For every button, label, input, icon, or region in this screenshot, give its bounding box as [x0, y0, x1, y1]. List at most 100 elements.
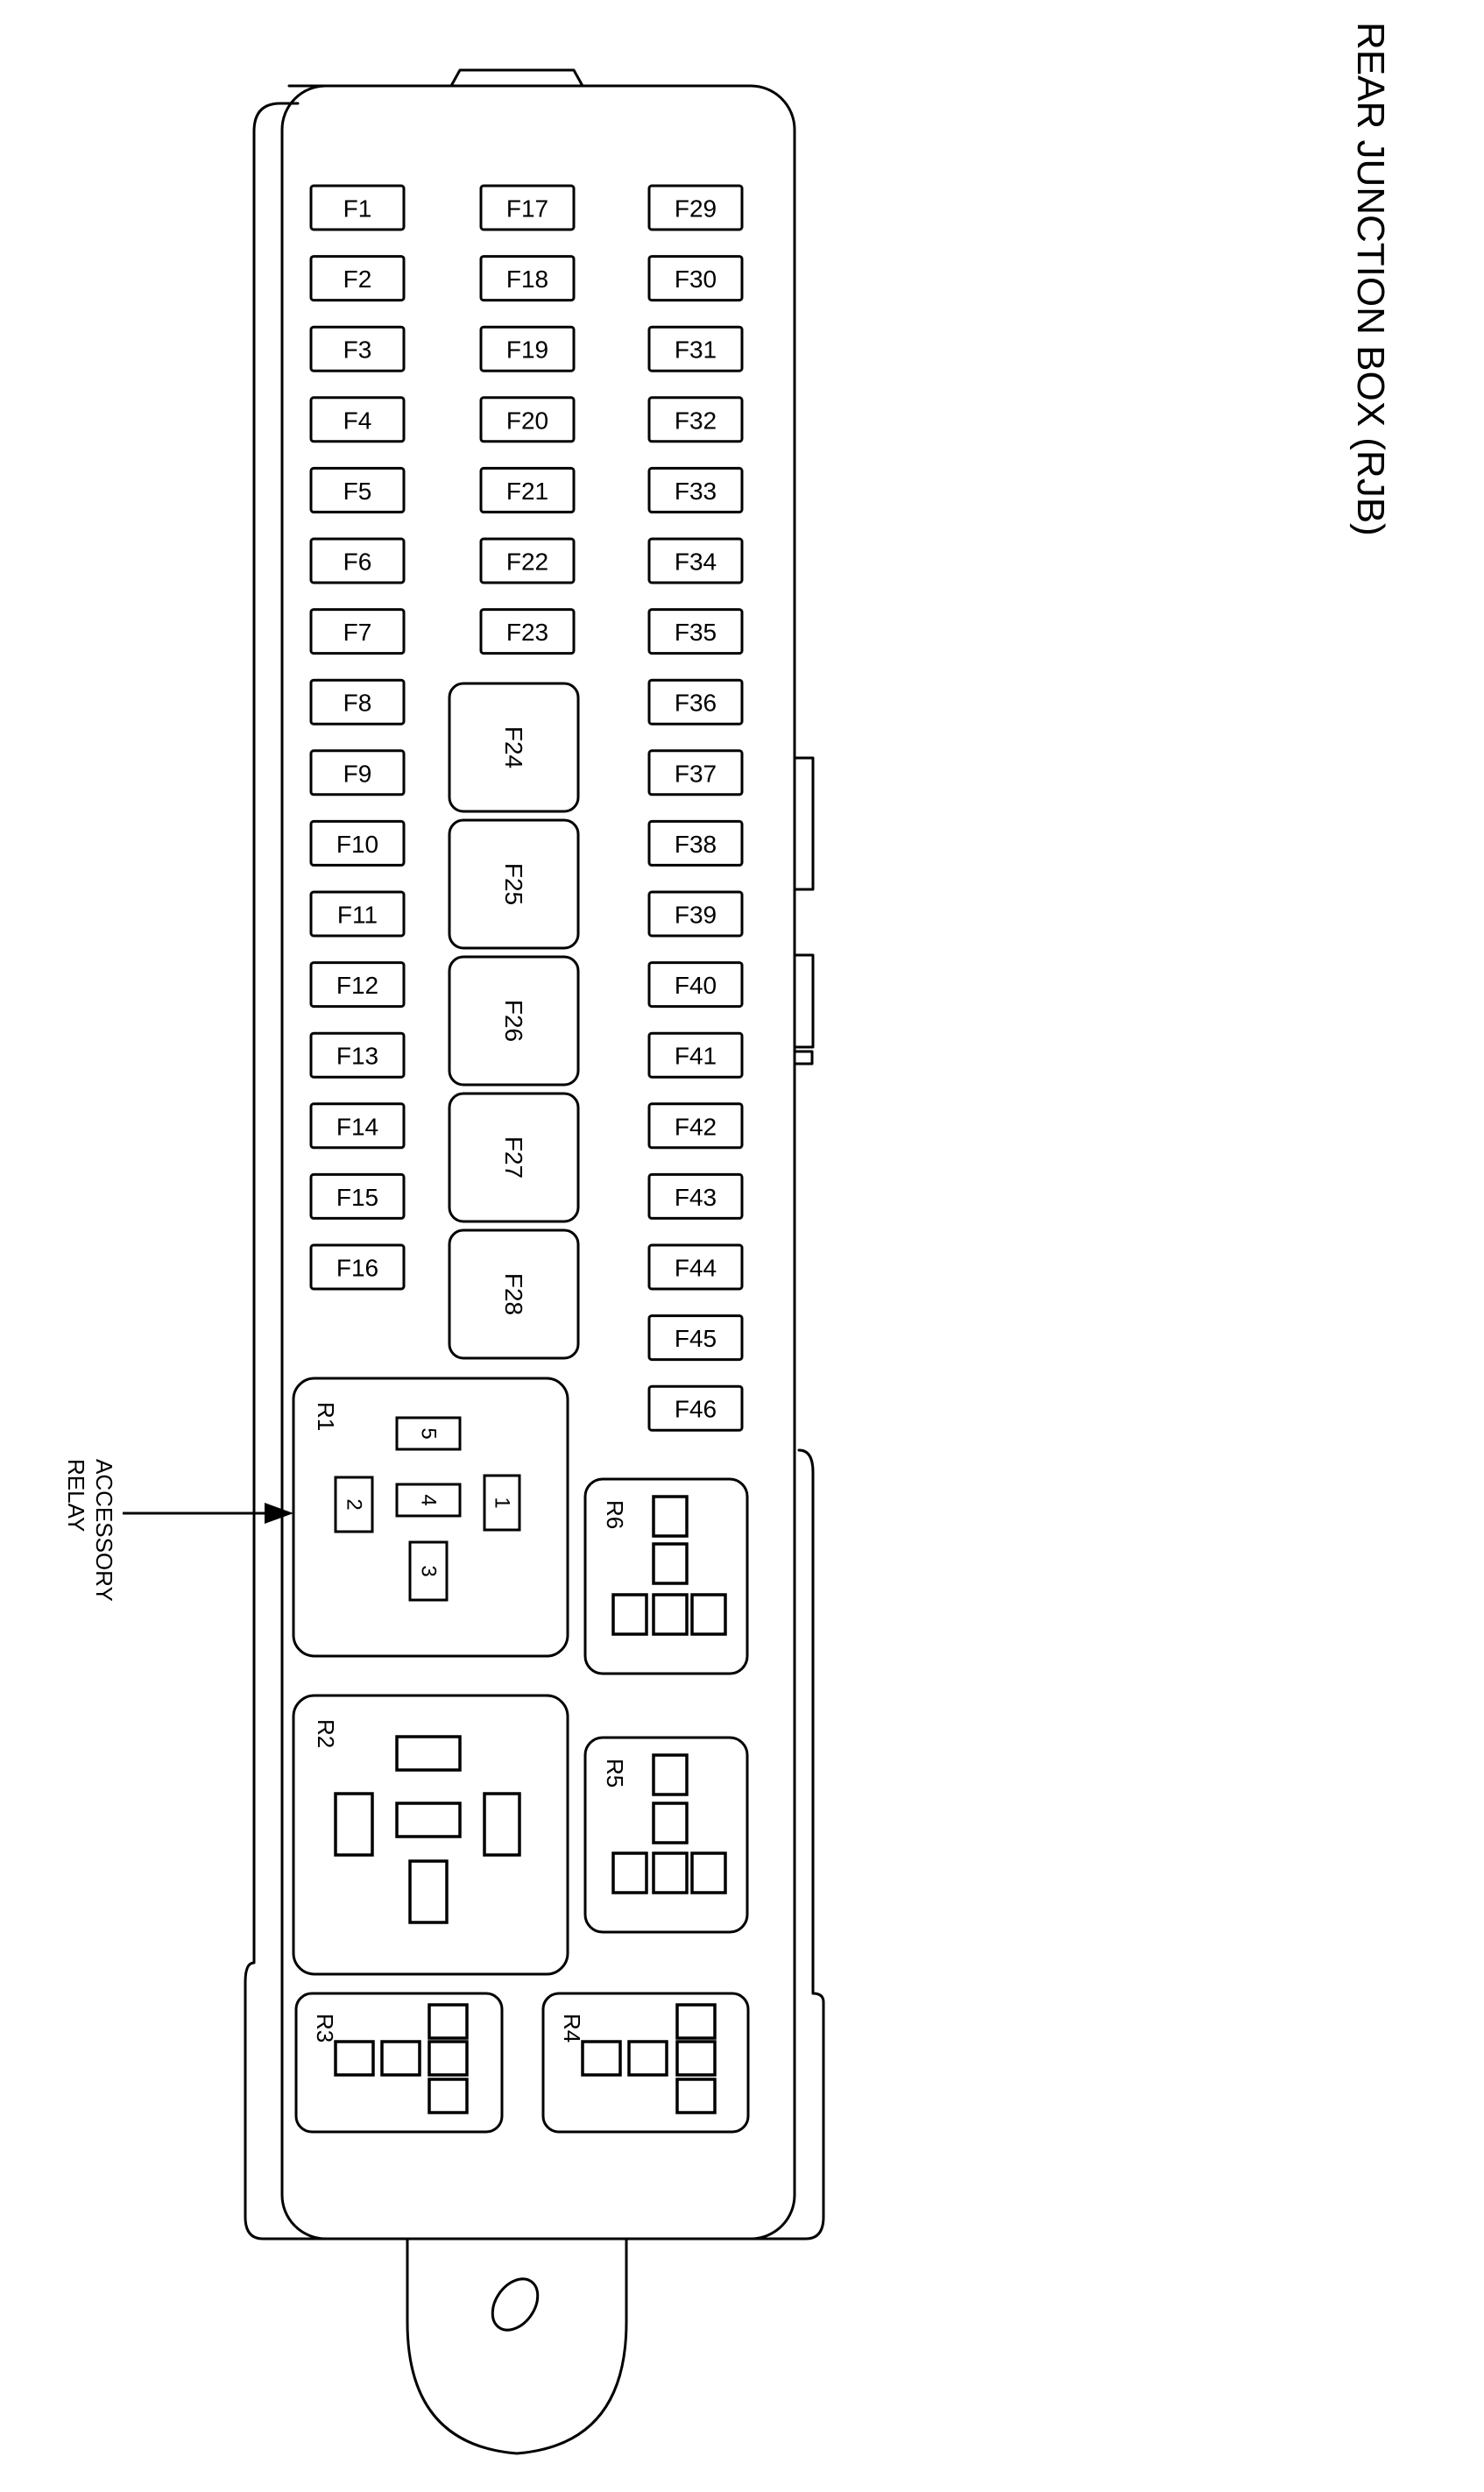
fuse-f17[interactable]: F17: [479, 184, 576, 231]
fuse-f9[interactable]: F9: [309, 749, 406, 796]
relay-r5-label: R5: [602, 1759, 628, 1788]
fuse-f4[interactable]: F4: [309, 396, 406, 443]
fuse-f16[interactable]: F16: [309, 1243, 406, 1291]
r2-socket-left: [334, 1792, 374, 1857]
fuse-f40[interactable]: F40: [647, 961, 744, 1009]
fuse-label: F33: [675, 478, 717, 505]
fuse-f43[interactable]: F43: [647, 1172, 744, 1220]
fuse-label: F28: [500, 1273, 527, 1315]
fuse-f36[interactable]: F36: [647, 678, 744, 726]
fuse-label: F43: [675, 1184, 717, 1211]
fuse-f6[interactable]: F6: [309, 537, 406, 584]
fuse-label: F39: [675, 902, 717, 929]
fuse-f27[interactable]: F27: [448, 1092, 580, 1223]
fuse-label: F3: [343, 336, 372, 364]
fuse-f14[interactable]: F14: [309, 1102, 406, 1150]
fuse-f35[interactable]: F35: [647, 608, 744, 655]
fuse-f5[interactable]: F5: [309, 466, 406, 513]
fuse-layer: F1F2F3F4F5F6F7F8F9F10F11F12F13F14F15F16F…: [309, 184, 744, 1432]
fuse-f12[interactable]: F12: [309, 961, 406, 1009]
fuse-f44[interactable]: F44: [647, 1243, 744, 1291]
relay-r2[interactable]: R2: [292, 1694, 569, 1976]
fuse-f19[interactable]: F19: [479, 325, 576, 372]
fuse-f33[interactable]: F33: [647, 466, 744, 513]
fuse-f23[interactable]: F23: [479, 608, 576, 655]
fuse-label: F22: [506, 549, 548, 576]
fuse-label: F11: [337, 902, 378, 929]
fuse-f7[interactable]: F7: [309, 608, 406, 655]
r1-pin-3: 3: [408, 1540, 449, 1602]
fuse-f3[interactable]: F3: [309, 325, 406, 372]
fuse-label: F2: [343, 265, 372, 293]
r2-socket-right: [483, 1792, 521, 1857]
fuse-f29[interactable]: F29: [647, 184, 744, 231]
relay-r6-label: R6: [602, 1500, 628, 1529]
fuse-label: F1: [343, 195, 372, 223]
fuse-f46[interactable]: F46: [647, 1384, 744, 1432]
r2-socket-center: [395, 1802, 462, 1838]
svg-text:2: 2: [343, 1498, 366, 1510]
fuse-label: F6: [343, 549, 372, 576]
callout-arrowhead: [265, 1503, 293, 1524]
fuse-label: F4: [343, 407, 372, 434]
relay-r1[interactable]: R1 5 2 4 1 3: [292, 1377, 569, 1658]
fuse-f30[interactable]: F30: [647, 255, 744, 302]
housing: [244, 68, 825, 2455]
fuse-label: F31: [675, 336, 717, 364]
fuse-label: F5: [343, 478, 372, 505]
fuse-f1[interactable]: F1: [309, 184, 406, 231]
fuse-label: F41: [675, 1043, 717, 1070]
fuse-label: F9: [343, 760, 372, 787]
relay-r4[interactable]: R4: [541, 1992, 750, 2134]
fuse-f25[interactable]: F25: [448, 818, 580, 950]
fuse-f41[interactable]: F41: [647, 1031, 744, 1079]
fuse-f20[interactable]: F20: [479, 396, 576, 443]
relay-r3[interactable]: R3: [294, 1992, 504, 2134]
fuse-f28[interactable]: F28: [448, 1228, 580, 1360]
svg-text:3: 3: [417, 1565, 441, 1576]
fuse-f22[interactable]: F22: [479, 537, 576, 584]
fuse-label: F25: [500, 863, 527, 905]
fuse-label: F32: [675, 407, 717, 434]
fuse-f8[interactable]: F8: [309, 678, 406, 726]
fuse-f39[interactable]: F39: [647, 890, 744, 938]
fuse-label: F19: [506, 336, 548, 364]
fuse-label: F27: [500, 1136, 527, 1179]
fuse-label: F8: [343, 690, 372, 717]
relay-r1-label: R1: [313, 1402, 339, 1431]
fuse-label: F36: [675, 690, 717, 717]
relay-r6[interactable]: R6: [583, 1477, 749, 1675]
fuse-f10[interactable]: F10: [309, 819, 406, 867]
fuse-label: F12: [336, 972, 378, 999]
fuse-label: F26: [500, 1000, 527, 1042]
fuse-f2[interactable]: F2: [309, 255, 406, 302]
r1-pin-1: 1: [483, 1474, 521, 1532]
fuse-label: F44: [675, 1255, 717, 1282]
fuse-f11[interactable]: F11: [309, 890, 406, 938]
fuse-label: F40: [675, 972, 717, 999]
fuse-f37[interactable]: F37: [647, 749, 744, 796]
fuse-f15[interactable]: F15: [309, 1172, 406, 1220]
fuse-f38[interactable]: F38: [647, 819, 744, 867]
fuse-label: F16: [336, 1255, 378, 1282]
fuse-label: F30: [675, 265, 717, 293]
fuse-f24[interactable]: F24: [448, 682, 580, 813]
fuse-f45[interactable]: F45: [647, 1314, 744, 1362]
relay-r2-label: R2: [313, 1719, 339, 1748]
fuse-f26[interactable]: F26: [448, 955, 580, 1087]
fuse-f32[interactable]: F32: [647, 396, 744, 443]
fuse-f21[interactable]: F21: [479, 466, 576, 513]
diagram-title: REAR JUNCTION BOX (RJB): [1349, 22, 1392, 536]
fuse-label: F24: [500, 726, 527, 768]
r1-pin-4: 4: [395, 1483, 462, 1518]
fuse-f34[interactable]: F34: [647, 537, 744, 584]
fuse-f18[interactable]: F18: [479, 255, 576, 302]
fuse-label: F21: [506, 478, 548, 505]
relay-r5[interactable]: R5: [583, 1736, 749, 1934]
fuse-f31[interactable]: F31: [647, 325, 744, 372]
fuse-f13[interactable]: F13: [309, 1031, 406, 1079]
r2-socket-top: [395, 1735, 462, 1772]
svg-text:5: 5: [417, 1427, 441, 1439]
fuse-f42[interactable]: F42: [647, 1102, 744, 1150]
